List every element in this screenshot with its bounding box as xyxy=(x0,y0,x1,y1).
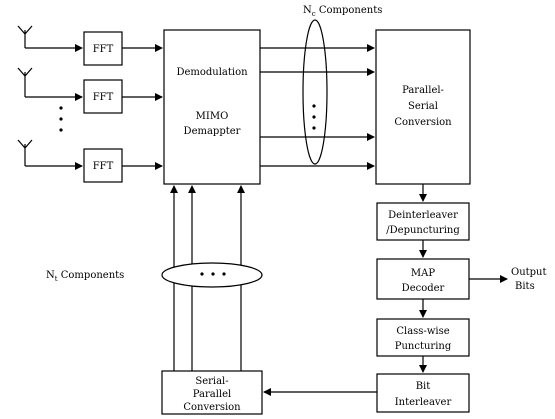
map-label-1: MAP xyxy=(411,268,435,279)
ps-label-2: Serial xyxy=(408,101,438,112)
demod-label-1: Demodulation xyxy=(176,67,248,78)
bi-label-2: Interleaver xyxy=(395,397,452,408)
deint-label-1: Deinterleaver xyxy=(388,210,458,221)
antenna-icon xyxy=(17,67,83,101)
components-bundle-ellipse xyxy=(302,19,328,165)
nc-components-label: Nc Components xyxy=(303,5,382,18)
fft-label: FFT xyxy=(93,92,114,103)
demod-label-3: Demappter xyxy=(184,126,241,137)
nt-components-label: Nt Components xyxy=(46,270,124,283)
fft-block xyxy=(83,31,123,66)
cw-label-1: Class-wise xyxy=(396,326,449,337)
ps-label-1: Parallel- xyxy=(402,85,444,96)
output-label-2: Bits xyxy=(515,281,535,292)
antenna-icon xyxy=(17,25,83,52)
sp-label-3: Conversion xyxy=(183,402,241,413)
classwise-puncturing-block xyxy=(376,318,470,357)
output-label-1: Output xyxy=(511,267,547,278)
deint-label-2: /Depuncturing xyxy=(386,225,460,236)
ps-label-3: Conversion xyxy=(394,117,452,128)
fft-label: FFT xyxy=(93,161,114,172)
serial-parallel-block xyxy=(161,370,263,415)
antenna-ellipsis xyxy=(59,106,63,132)
sp-label-2: Parallel xyxy=(193,389,232,400)
bundle-dots-horizontal xyxy=(200,272,226,276)
map-label-2: Decoder xyxy=(402,283,445,294)
bi-label-1: Bit xyxy=(416,381,431,392)
demod-label-2: MIMO xyxy=(196,111,229,122)
bit-interleaver-block xyxy=(376,373,470,413)
cw-label-2: Puncturing xyxy=(395,341,452,352)
antenna-icon xyxy=(17,139,83,170)
demodulation-block xyxy=(163,29,261,185)
fft-label: FFT xyxy=(93,44,114,55)
bundle-dots-vertical xyxy=(312,104,316,130)
sp-label-1: Serial- xyxy=(195,376,228,387)
deinterleaver-block xyxy=(376,202,470,241)
